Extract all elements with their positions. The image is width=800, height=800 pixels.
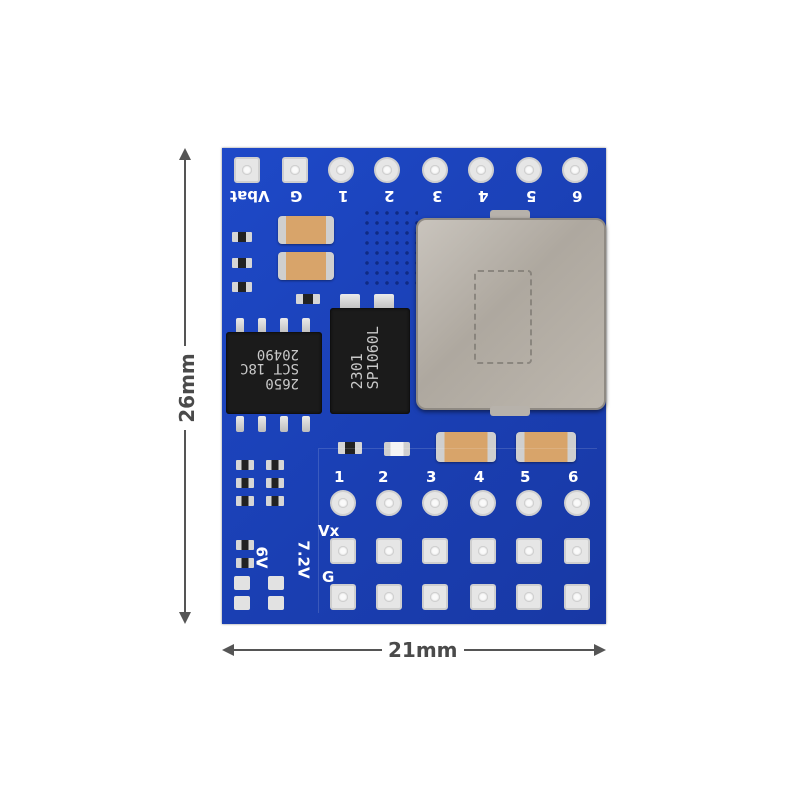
jumper-6v-pad-top [234, 576, 250, 590]
width-arrow-right [594, 644, 606, 656]
ic1-pin-bottom-1 [236, 416, 244, 432]
ic1-pin-top-3 [280, 318, 288, 334]
silk-vbat: Vbat [230, 187, 270, 205]
smd-resistor-r6 [236, 460, 254, 470]
pad-signal-2 [376, 490, 402, 516]
capacitor-c4 [516, 432, 576, 462]
height-arrow-top [179, 148, 191, 160]
smd-resistor-r13 [236, 558, 254, 568]
pcb-board: Vbat G 1 2 3 4 5 6 2650 SCT 18C 20490 23… [222, 148, 606, 624]
pad-g-4 [470, 584, 496, 610]
ic1-pin-bottom-3 [280, 416, 288, 432]
height-dimension-label: 26mm [175, 346, 199, 430]
height-arrow-bottom [179, 612, 191, 624]
silk-g-top: G [290, 187, 303, 205]
smd-resistor-r8 [236, 478, 254, 488]
silk-jumper-6v: 6V [252, 546, 271, 569]
ic2-tab-1 [340, 294, 360, 310]
ic-sp1060l: 2301 SP1060L [330, 308, 410, 414]
ic1-pin-bottom-2 [258, 416, 266, 432]
pad-top-1 [328, 157, 354, 183]
pad-signal-1 [330, 490, 356, 516]
jumper-6v-pad-bottom [234, 596, 250, 610]
silk-bottom-3: 3 [426, 468, 437, 486]
inductor-tab-top [490, 210, 530, 220]
pad-top-5 [516, 157, 542, 183]
ic2-marking: 2301 SP1060L [347, 326, 382, 390]
pad-g-5 [516, 584, 542, 610]
smd-resistor-r3 [232, 282, 252, 292]
silk-g-bottom: G [322, 568, 335, 586]
ic-sct2650: 2650 SCT 18C 20490 [226, 332, 322, 414]
pad-top-3 [422, 157, 448, 183]
capacitor-c3 [436, 432, 496, 462]
silk-top-3: 3 [432, 187, 443, 205]
ic2-tab-2 [374, 294, 394, 310]
ic1-pin-top-2 [258, 318, 266, 334]
pad-signal-5 [516, 490, 542, 516]
pad-signal-6 [564, 490, 590, 516]
pad-vx-5 [516, 538, 542, 564]
pad-vx-6 [564, 538, 590, 564]
pad-signal-3 [422, 490, 448, 516]
capacitor-c2 [278, 252, 334, 280]
pad-vbat [234, 157, 260, 183]
ic1-pin-bottom-4 [302, 416, 310, 432]
pad-g-2 [376, 584, 402, 610]
smd-resistor-r2 [232, 258, 252, 268]
pad-g-3 [422, 584, 448, 610]
smd-resistor-r12 [236, 540, 254, 550]
pad-vx-1 [330, 538, 356, 564]
silk-bottom-6: 6 [568, 468, 579, 486]
led-indicator [384, 442, 410, 456]
power-inductor [416, 218, 606, 410]
pad-g-1 [330, 584, 356, 610]
silk-top-4: 4 [478, 187, 489, 205]
inductor-tab-bottom [490, 406, 530, 416]
smd-resistor-r11 [266, 496, 284, 506]
pad-g-top [282, 157, 308, 183]
pad-g-6 [564, 584, 590, 610]
smd-resistor-r7 [266, 460, 284, 470]
smd-resistor-r9 [266, 478, 284, 488]
silk-vx: Vx [318, 522, 340, 540]
smd-resistor-r1 [232, 232, 252, 242]
ic1-pin-top-4 [302, 318, 310, 334]
silk-jumper-7v2: 7.2V [294, 540, 313, 579]
silk-top-2: 2 [384, 187, 395, 205]
capacitor-c1 [278, 216, 334, 244]
silk-bottom-5: 5 [520, 468, 531, 486]
inductor-marking [474, 270, 532, 364]
silk-outline-lower [318, 448, 597, 613]
silk-top-5: 5 [526, 187, 537, 205]
ic1-marking: 2650 SCT 18C 20490 [240, 345, 300, 392]
pad-signal-4 [470, 490, 496, 516]
smd-resistor-r5 [338, 442, 362, 454]
silk-bottom-4: 4 [474, 468, 485, 486]
width-arrow-left [222, 644, 234, 656]
via-field [362, 208, 418, 288]
silk-top-6: 6 [572, 187, 583, 205]
pad-top-4 [468, 157, 494, 183]
smd-resistor-r10 [236, 496, 254, 506]
silk-top-1: 1 [338, 187, 349, 205]
pad-top-6 [562, 157, 588, 183]
silk-bottom-2: 2 [378, 468, 389, 486]
jumper-7v2-pad-top [268, 576, 284, 590]
pad-vx-2 [376, 538, 402, 564]
silk-bottom-1: 1 [334, 468, 345, 486]
pad-top-2 [374, 157, 400, 183]
pad-vx-4 [470, 538, 496, 564]
ic1-pin-top-1 [236, 318, 244, 334]
width-dimension-label: 21mm [382, 638, 464, 662]
pad-vx-3 [422, 538, 448, 564]
smd-resistor-r4 [296, 294, 320, 304]
jumper-7v2-pad-bottom [268, 596, 284, 610]
